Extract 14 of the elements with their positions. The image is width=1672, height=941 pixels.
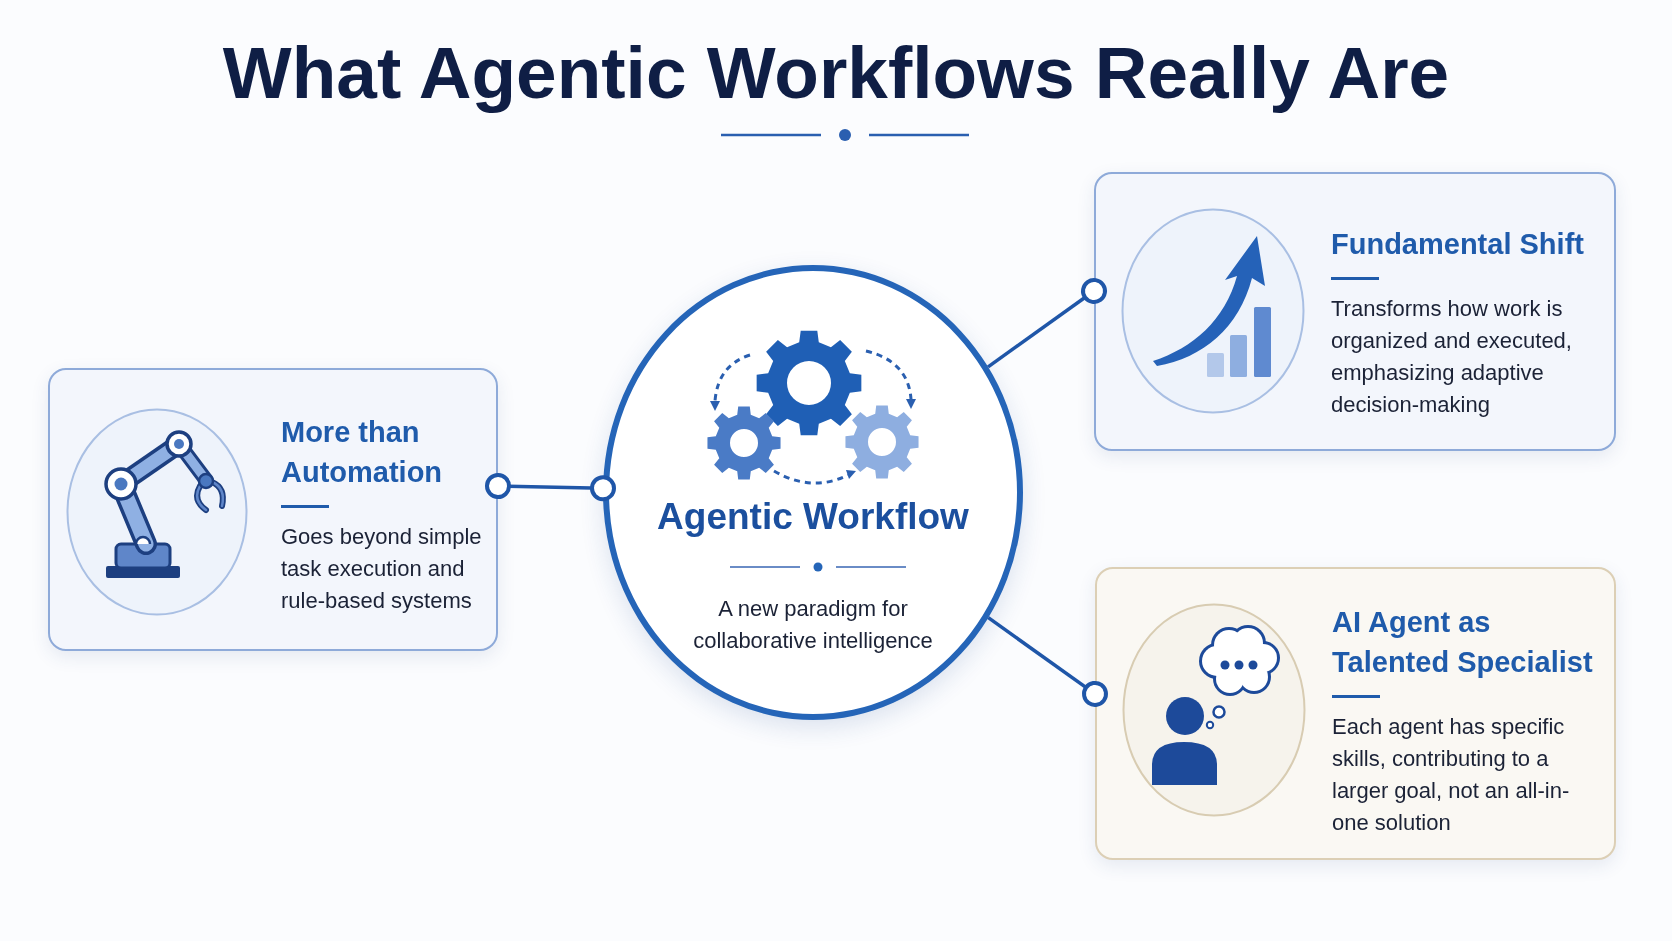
card-heading: AI Agent as Talented Specialist bbox=[1332, 605, 1594, 680]
card-description: Each agent has specific skills, contributing to a larger goal, not an all-in-one solution bbox=[1332, 713, 1571, 837]
card-description: Transforms how work is organized and executed, emphasizing adaptive decision-making bbox=[1331, 295, 1573, 419]
connector-line bbox=[987, 278, 1107, 369]
card-heading: More than Automation bbox=[281, 415, 444, 490]
connector-line bbox=[987, 616, 1108, 707]
hub-subtitle: A new paradigm for collaborative intelligence bbox=[692, 595, 934, 655]
info-card bbox=[1095, 567, 1616, 860]
card-description: Goes beyond simple task execution and rule-based systems bbox=[281, 523, 483, 615]
info-card bbox=[48, 368, 498, 651]
connector-line bbox=[485, 473, 616, 502]
hub-title: Agentic Workflow bbox=[657, 495, 969, 539]
card-heading: Fundamental Shift bbox=[1331, 227, 1584, 262]
info-card bbox=[1094, 172, 1616, 451]
